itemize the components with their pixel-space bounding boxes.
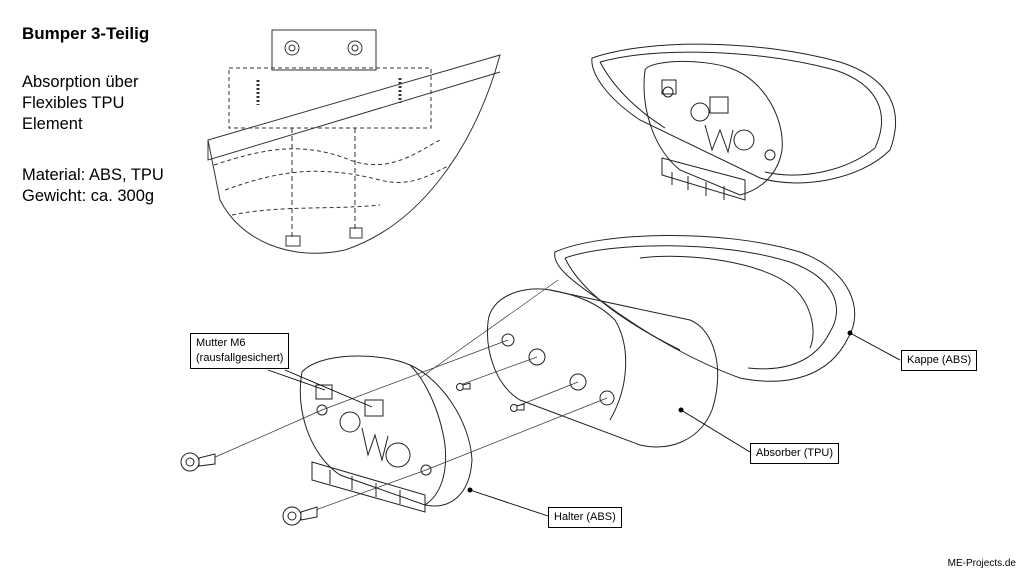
screw-left [180, 452, 216, 472]
screw-small-upper [456, 382, 471, 391]
leader-dots [467, 330, 853, 493]
callout-nut-line: Mutter M6 [196, 337, 246, 349]
assembled-view [591, 43, 897, 201]
material-spec: Material: ABS, TPU [22, 166, 164, 184]
screw-small-lower [510, 403, 525, 412]
specs-block: Material: ABS, TPU Gewicht: ca. 300g [22, 165, 164, 207]
callout-absorber: Absorber (TPU) [750, 443, 840, 464]
transparent-side-view [207, 29, 501, 254]
description-line: Element [22, 115, 83, 133]
explode-axis-lines [212, 279, 608, 513]
description-block: Absorption über Flexibles TPU Element [22, 72, 139, 135]
cap-part [554, 235, 856, 382]
leader-lines [267, 332, 901, 517]
callout-cap: Kappe (ABS) [901, 350, 978, 371]
page-title: Bumper 3-Teilig [22, 24, 150, 43]
holder-part [299, 355, 473, 513]
screw-bottom [282, 506, 318, 526]
callout-nut-line: (rausfallgesichert) [196, 352, 284, 364]
description-line: Absorption über [22, 73, 139, 91]
description-line: Flexibles TPU [22, 94, 125, 112]
absorber-part [486, 288, 719, 448]
footer-credit: ME-Projects.de [947, 558, 1016, 569]
callout-holder: Halter (ABS) [548, 507, 622, 528]
weight-spec: Gewicht: ca. 300g [22, 187, 155, 205]
callout-nut: Mutter M6 (rausfallgesichert) [190, 333, 290, 369]
